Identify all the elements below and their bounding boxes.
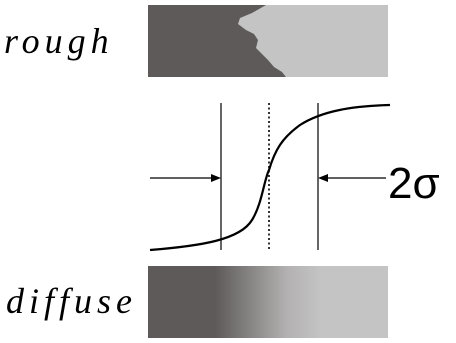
diffuse-label: diffuse	[6, 281, 137, 321]
left-arrow-head	[211, 174, 221, 182]
diffuse-interface-bar	[148, 266, 388, 338]
rough-bar-dark-region	[148, 5, 286, 77]
rough-label: rough	[4, 21, 114, 61]
right-arrow-head	[318, 174, 328, 182]
rough-interface-bar	[148, 5, 388, 77]
sigmoid-profile-curve	[149, 103, 391, 252]
interface-width-label: 2σ	[388, 159, 440, 208]
